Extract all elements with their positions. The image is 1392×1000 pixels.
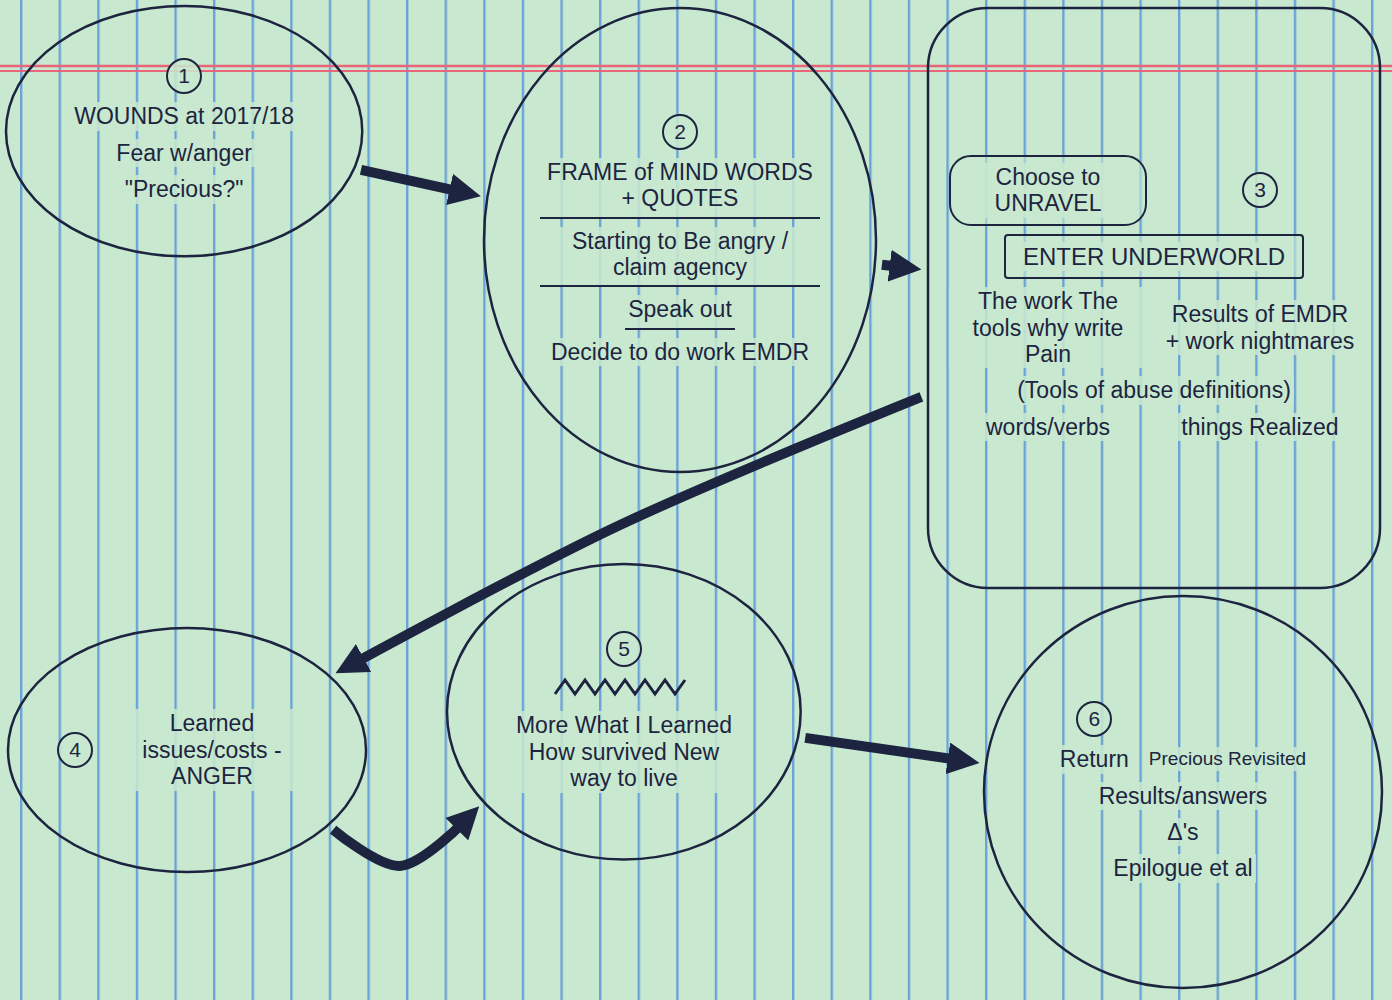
node-text: Return [1057, 745, 1132, 773]
node-content: 2FRAME of MIND WORDS + QUOTES Starting to… [540, 114, 820, 367]
margin-line [0, 70, 1392, 72]
callout-number: 2 [662, 114, 698, 150]
node-text: "Precious?" [122, 175, 247, 203]
node-text: Choose to UNRAVEL [965, 163, 1131, 218]
node-content: 6Return Precious RevisitedResults/answers… [1057, 701, 1309, 883]
node-text: Decide to do work EMDR [548, 338, 812, 366]
flow-arrow [361, 170, 459, 192]
callout-number: 5 [606, 631, 642, 667]
section-circle: 2FRAME of MIND WORDS + QUOTES Starting to… [482, 6, 878, 474]
circle-outline [447, 564, 801, 859]
crossed-out-word [549, 675, 699, 703]
node-content: 5More What I Learned How survived New wa… [504, 631, 744, 792]
margin-line [0, 65, 1392, 68]
node-text: More What I Learned How survived New way… [504, 711, 744, 792]
scribble [549, 675, 699, 699]
node-text: words/verbs [983, 413, 1113, 441]
node-text: (Tools of abuse definitions) [1014, 376, 1294, 404]
node-text: Δ's [1164, 818, 1201, 846]
callout-number: 4 [57, 732, 93, 768]
node-content: 1WOUNDS at 2017/18Fear w/anger "Precious?… [71, 58, 297, 203]
callout-number: 1 [166, 58, 202, 94]
node-text: Results/answers [1096, 782, 1271, 810]
node-text: WOUNDS at 2017/18 [71, 102, 297, 130]
section-circle: 1WOUNDS at 2017/18Fear w/anger "Precious?… [4, 4, 364, 258]
node-content: 3The work The tools why write Pain Result… [949, 155, 1359, 442]
section-box: 3The work The tools why write Pain Result… [926, 6, 1382, 590]
node-text: Speak out [625, 295, 735, 329]
flow-arrow [333, 822, 463, 866]
flow-arrow [805, 738, 957, 760]
flow-arrow [355, 397, 921, 663]
node-text: Results of EMDR + work nightmares [1161, 300, 1359, 355]
node-text: Starting to Be angry / claim agency [540, 227, 820, 288]
node-text: Fear w/anger [113, 139, 255, 167]
node-text: Epilogue et al [1110, 854, 1255, 882]
node-text: FRAME of MIND WORDS + QUOTES [540, 158, 820, 219]
node-text: Precious Revisited [1146, 747, 1309, 771]
node-text: Learned issues/costs - ANGER [107, 709, 317, 790]
section-circle: 5More What I Learned How survived New wa… [445, 562, 803, 861]
circle-outline [984, 596, 1382, 988]
flow-arrow [882, 265, 899, 267]
node-content: 4 Learned issues/costs - ANGER [57, 709, 317, 790]
circle-outline [8, 628, 366, 872]
node-text: ENTER UNDERWORLD [1020, 242, 1288, 272]
callout-number: 6 [1076, 701, 1112, 737]
section-circle: 6Return Precious RevisitedResults/answers… [982, 594, 1384, 990]
scribble-line [555, 680, 685, 694]
callout-number: 3 [1242, 172, 1278, 208]
node-text: things Realized [1178, 413, 1341, 441]
region-outline [928, 8, 1380, 588]
inner-box: Choose to UNRAVEL [949, 155, 1147, 226]
inner-box: ENTER UNDERWORLD [1004, 234, 1304, 280]
circle-outline [6, 6, 362, 256]
outline [4, 4, 364, 258]
circle-outline [484, 8, 876, 472]
section-circle: 4 Learned issues/costs - ANGER [6, 626, 368, 874]
node-text: The work The tools why write Pain [949, 287, 1147, 368]
